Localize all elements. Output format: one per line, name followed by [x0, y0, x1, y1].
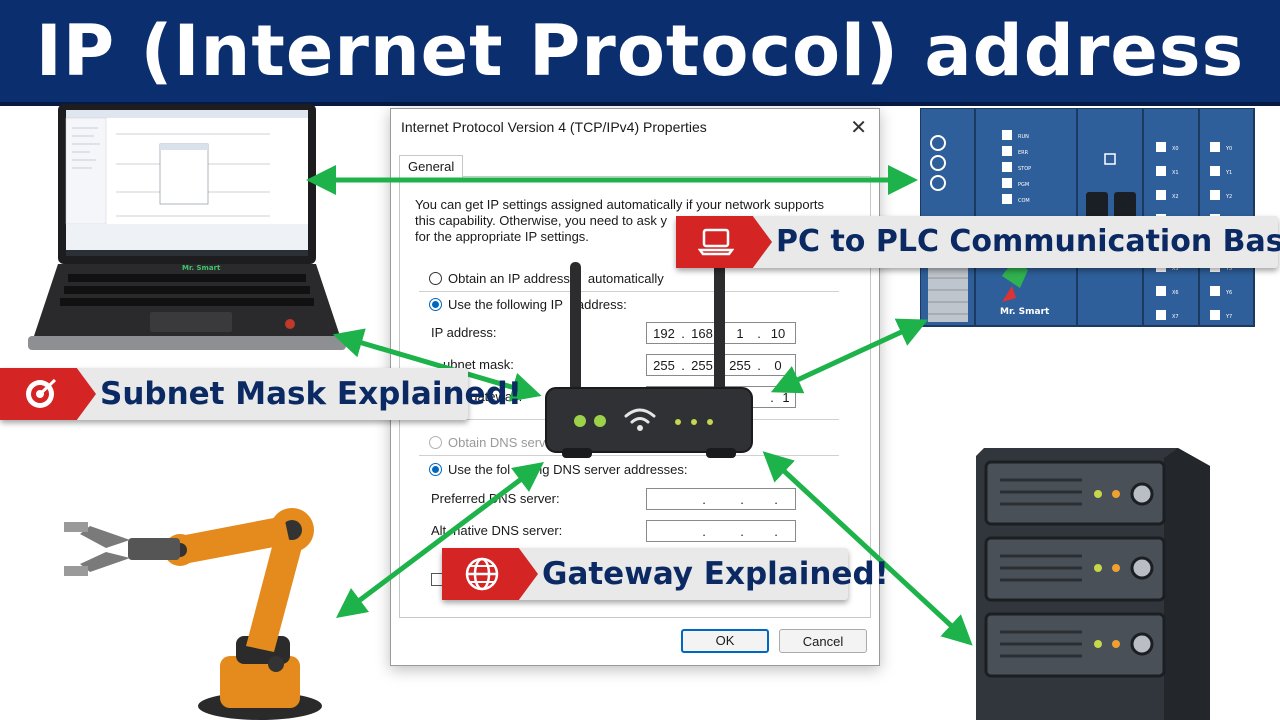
- intro-text: You can get IP settings assigned automat…: [415, 197, 855, 245]
- plc-y-label: Y0: [1225, 146, 1232, 152]
- radio-use-ip[interactable]: Use the following IP address:: [429, 297, 627, 312]
- ip-octet: 255: [729, 357, 751, 373]
- ip-octet: 192: [653, 325, 675, 341]
- plc-status-pgm: PGM: [1018, 182, 1029, 188]
- ip-octet: 168: [691, 325, 713, 341]
- plc-status-stop: STOP: [1018, 166, 1031, 172]
- radio-label: Obtain an IP address: [448, 271, 570, 286]
- plc-y-label: Y5: [1225, 266, 1232, 272]
- radio-obtain-ip[interactable]: Obtain an IP address automatically: [429, 271, 664, 286]
- server-router-arrow: [762, 451, 973, 646]
- server-illustration: [976, 448, 1210, 720]
- radio-button-icon: [429, 436, 442, 449]
- ip-octet: 255: [653, 357, 675, 373]
- banner-title: IP (Internet Protocol) address: [35, 10, 1245, 92]
- alternate-dns-input[interactable]: ...: [646, 520, 796, 542]
- callout-text: PC to PLC Communication Basics!: [776, 224, 1280, 259]
- plc-router-arrow: [770, 318, 929, 394]
- radio-label: ing DNS server addresses:: [532, 462, 688, 477]
- target-icon: [26, 378, 57, 408]
- plc-x-label: X2: [1172, 194, 1179, 200]
- robot-router-arrow: [336, 462, 544, 618]
- wifi-icon: [624, 408, 656, 424]
- dialog-title: Internet Protocol Version 4 (TCP/IPv4) P…: [401, 119, 707, 135]
- callout-tab: [676, 216, 772, 268]
- radio-label: address:: [576, 297, 627, 312]
- radio-label: automatically: [587, 271, 664, 286]
- plc-x-label: X7: [1172, 314, 1179, 320]
- laptop-icon: [698, 228, 734, 256]
- plc-status-run: RUN: [1018, 134, 1029, 140]
- plc-y-label: Y2: [1225, 194, 1232, 200]
- plc-y-label: Y6: [1225, 290, 1232, 296]
- globe-icon: [465, 557, 499, 591]
- callout-pc-plc: PC to PLC Communication Basics!: [676, 216, 1280, 268]
- plc-y-label: Y1: [1225, 170, 1232, 176]
- plc-status-com: COM: [1018, 198, 1030, 204]
- ok-button[interactable]: OK: [681, 629, 769, 653]
- intro-line-part: this capability. Otherwise, you need to …: [415, 213, 667, 228]
- laptop-brand: Mr. Smart: [182, 264, 221, 272]
- laptop-router-arrow: [332, 328, 542, 402]
- close-icon[interactable]: ✕: [850, 117, 867, 139]
- router-illustration: [545, 258, 753, 458]
- plc-x-label: X1: [1172, 170, 1179, 176]
- radio-label: Obtain DNS serve: [448, 435, 553, 450]
- ip-octet: 1: [782, 389, 790, 405]
- laptop-illustration: Mr. Smart: [28, 104, 346, 350]
- title-banner: IP (Internet Protocol) address: [0, 0, 1280, 106]
- ip-octet: 1: [736, 325, 744, 341]
- callout-text: Subnet Mask Explained!: [100, 376, 522, 412]
- plc-y-label: Y7: [1225, 314, 1232, 320]
- ip-octet: 255: [691, 357, 713, 373]
- intro-line: for the appropriate IP settings.: [415, 229, 589, 244]
- callout-gateway: Gateway Explained!: [442, 548, 889, 600]
- radio-obtain-dns[interactable]: Obtain DNS serve: [429, 435, 553, 450]
- radio-label: Use the following IP: [448, 297, 563, 312]
- callout-subnet: Subnet Mask Explained!: [0, 368, 522, 420]
- plc-status-err: ERR: [1018, 150, 1029, 156]
- intro-line: You can get IP settings assigned automat…: [415, 197, 825, 212]
- plc-x-label: X6: [1172, 290, 1179, 296]
- callout-text: Gateway Explained!: [542, 556, 889, 592]
- radio-button-icon: [429, 298, 442, 311]
- plc-brand: Mr. Smart: [1000, 307, 1050, 317]
- robot-arm-illustration: [64, 508, 322, 720]
- plc-x-label: X0: [1172, 146, 1179, 152]
- plc-x-label: X5: [1172, 266, 1179, 272]
- group-divider: [419, 455, 839, 456]
- group-divider: [419, 291, 839, 292]
- radio-button-icon: [429, 272, 442, 285]
